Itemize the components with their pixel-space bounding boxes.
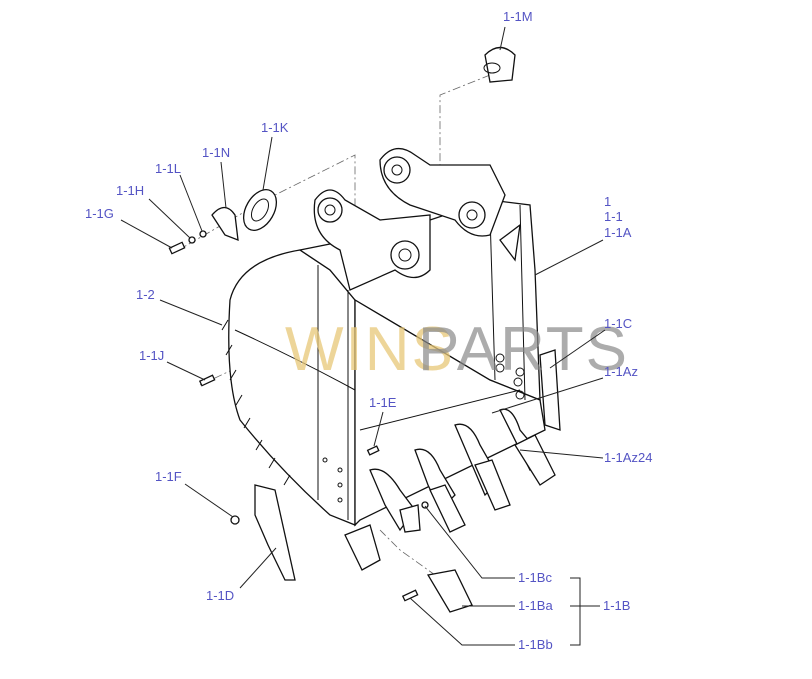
mounting-lugs (313, 148, 525, 503)
label-1-1A: 1-1A (604, 225, 632, 240)
part-labels: 1-1M 1-1K 1-1N 1-1L 1-1H 1-1G 1 1-1 1-1A… (85, 9, 652, 652)
label-1-1D: 1-1D (206, 588, 234, 603)
label-1-1: 1-1 (604, 209, 623, 224)
label-1-1B: 1-1B (603, 598, 630, 613)
svg-text:WINS: WINS (285, 315, 455, 384)
label-1-1G: 1-1G (85, 206, 114, 221)
label-1-1F: 1-1F (155, 469, 182, 484)
label-1-1E: 1-1E (369, 395, 397, 410)
label-1-1Az24: 1-1Az24 (604, 450, 652, 465)
label-1-1C: 1-1C (604, 316, 632, 331)
label-1-1J: 1-1J (139, 348, 164, 363)
label-1-1Bc: 1-1Bc (518, 570, 552, 585)
label-1-1Az: 1-1Az (604, 364, 638, 379)
label-1-1M: 1-1M (503, 9, 533, 24)
bucket-teeth (344, 408, 556, 613)
label-1-1H: 1-1H (116, 183, 144, 198)
label-1-1K: 1-1K (261, 120, 289, 135)
label-1-2: 1-2 (136, 287, 155, 302)
label-1-1L: 1-1L (155, 161, 181, 176)
label-1: 1 (604, 194, 611, 209)
svg-text:PARTS: PARTS (418, 315, 629, 384)
label-1-1N: 1-1N (202, 145, 230, 160)
watermark-logo: WINS PARTS (285, 315, 629, 384)
leader-lines (120, 26, 606, 646)
label-1-1Bb: 1-1Bb (518, 637, 553, 652)
label-1-1Ba: 1-1Ba (518, 598, 553, 613)
loose-parts (168, 46, 516, 602)
